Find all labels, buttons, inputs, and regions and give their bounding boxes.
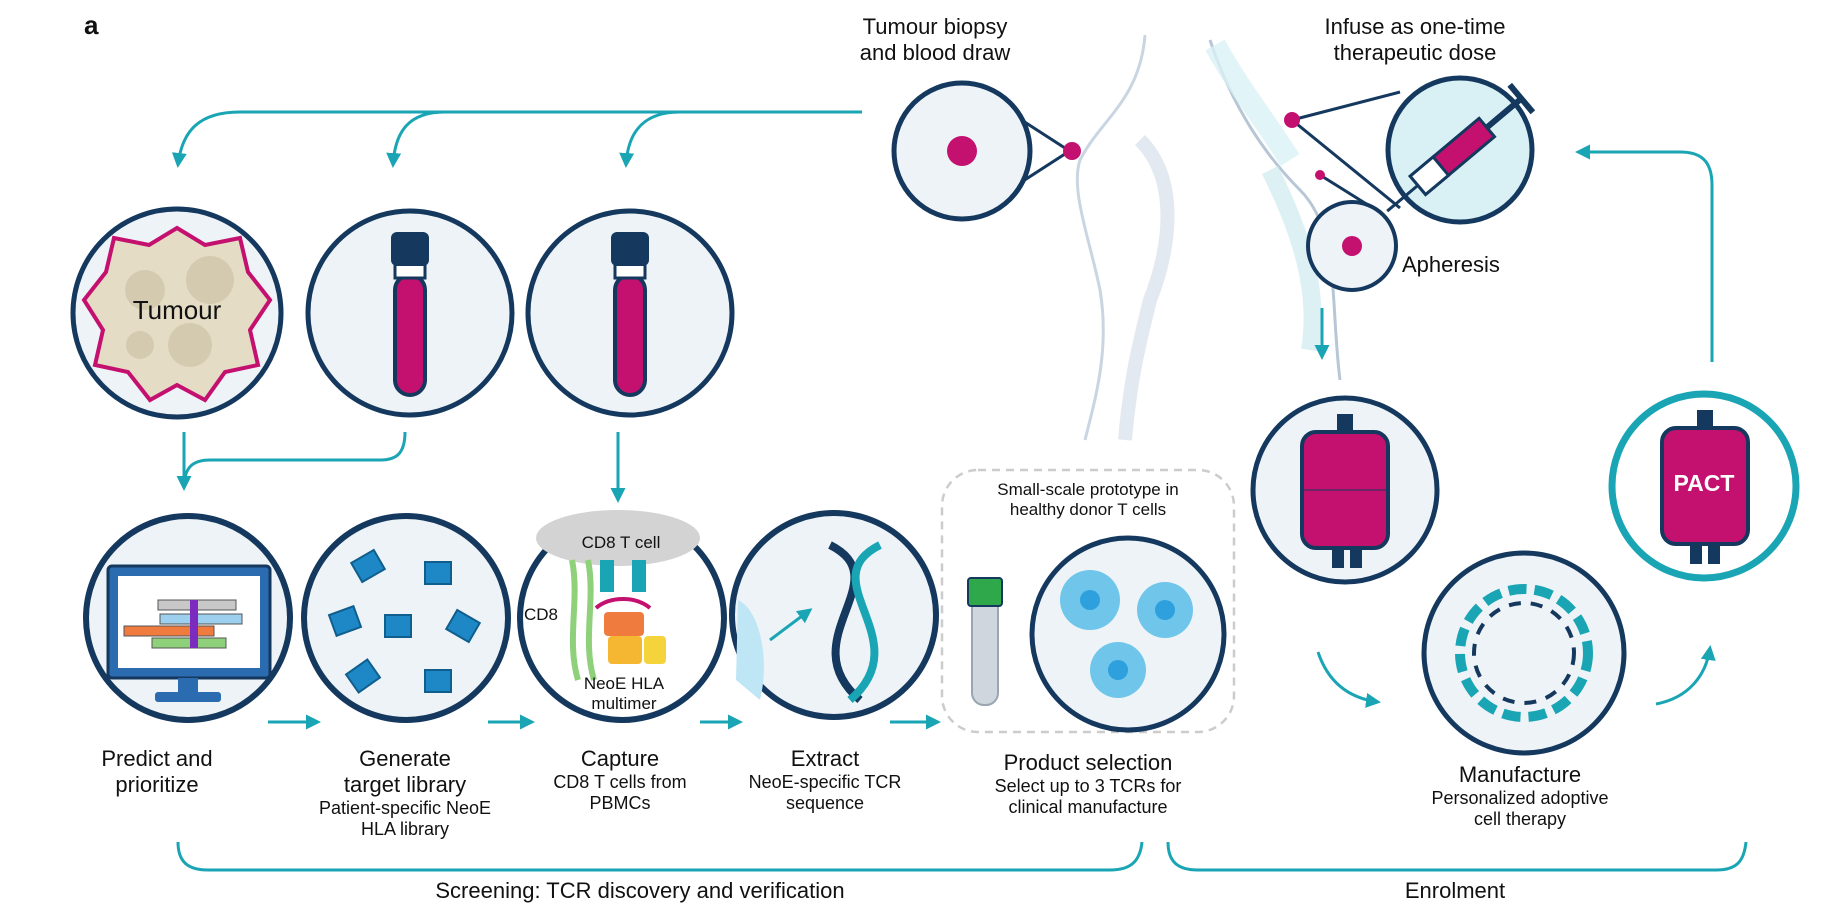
multimer-line-1: NeoE HLA bbox=[583, 674, 665, 693]
step-product-desc-1: Select up to 3 TCRs for bbox=[994, 775, 1182, 796]
prototype-line-1: Small-scale prototype in bbox=[997, 480, 1179, 499]
biopsy-magnifier bbox=[891, 80, 1081, 222]
infuse-line-2: therapeutic dose bbox=[1333, 39, 1497, 65]
apheresis-magnifier bbox=[1306, 170, 1398, 292]
pact-label: PACT bbox=[1673, 470, 1735, 496]
infusion-magnifier bbox=[1284, 75, 1536, 225]
multimer-label: NeoE HLA multimer bbox=[564, 674, 684, 714]
apheresis-label: Apheresis bbox=[1402, 252, 1500, 277]
step-manufacture-desc-2: cell therapy bbox=[1473, 809, 1567, 830]
blood-bag-circle bbox=[1250, 395, 1440, 585]
step-extract: Extract NeoE-specific TCR sequence bbox=[716, 746, 934, 814]
prototype-circle bbox=[1029, 535, 1227, 733]
blood-tube-circle-2 bbox=[525, 208, 735, 418]
step-extract-desc-2: sequence bbox=[785, 793, 865, 814]
sample-arrows bbox=[171, 110, 862, 168]
step-manufacture-desc-1: Personalized adoptive bbox=[1431, 787, 1609, 808]
enrolment-arrows bbox=[1316, 144, 1716, 708]
step-predict-title-2: prioritize bbox=[115, 771, 199, 797]
step-product-selection: Product selection Select up to 3 TCRs fo… bbox=[958, 750, 1218, 818]
step-generate: Generate target library Patient-specific… bbox=[290, 746, 520, 840]
step-generate-title-2: target library bbox=[343, 771, 467, 797]
step-product-desc-2: clinical manufacture bbox=[1008, 797, 1168, 818]
step-extract-desc-1: NeoE-specific TCR bbox=[748, 771, 902, 792]
biopsy-line-2: and blood draw bbox=[859, 39, 1011, 65]
multimer-line-2: multimer bbox=[591, 694, 657, 714]
pact-bag-circle bbox=[1608, 390, 1800, 582]
tumour-circle bbox=[70, 206, 284, 420]
step-manufacture: Manufacture Personalized adoptive cell t… bbox=[1400, 762, 1640, 830]
manufacture-circle bbox=[1421, 550, 1627, 756]
infuse-line-1: Infuse as one-time bbox=[1324, 14, 1506, 39]
step-predict: Predict and prioritize bbox=[62, 746, 252, 798]
step-product-title: Product selection bbox=[1003, 750, 1173, 775]
step-manufacture-title: Manufacture bbox=[1458, 762, 1582, 787]
tumour-label: Tumour bbox=[132, 295, 222, 325]
extract-circle bbox=[729, 510, 939, 720]
step-capture-title: Capture bbox=[580, 746, 660, 771]
computer-circle bbox=[83, 513, 293, 723]
cd8-tcell-label: CD8 T cell bbox=[581, 533, 661, 552]
capture-circle bbox=[517, 510, 727, 723]
vial bbox=[967, 577, 1003, 706]
row-connectors bbox=[176, 431, 626, 503]
step-capture-desc-2: PBMCs bbox=[589, 793, 651, 814]
step-extract-title: Extract bbox=[790, 746, 860, 771]
body-silhouette bbox=[1075, 34, 1342, 441]
step-predict-title-1: Predict and bbox=[101, 746, 213, 771]
biopsy-line-1: Tumour biopsy bbox=[862, 14, 1008, 39]
phase-screening-label: Screening: TCR discovery and verificatio… bbox=[435, 878, 845, 903]
step-generate-title-1: Generate bbox=[359, 746, 451, 771]
phase-brackets bbox=[176, 841, 1748, 872]
step-generate-desc-2: HLA library bbox=[360, 819, 450, 840]
prototype-line-2: healthy donor T cells bbox=[1009, 500, 1167, 520]
panel-letter: a bbox=[84, 10, 99, 40]
infuse-label: Infuse as one-time therapeutic dose bbox=[1290, 14, 1540, 66]
phase-enrolment-label: Enrolment bbox=[1404, 878, 1506, 903]
cd8-label: CD8 bbox=[524, 605, 559, 624]
step-capture: Capture CD8 T cells from PBMCs bbox=[520, 746, 720, 814]
blood-tube-circle-1 bbox=[305, 208, 515, 418]
prototype-label: Small-scale prototype in healthy donor T… bbox=[966, 480, 1210, 520]
biopsy-label: Tumour biopsy and blood draw bbox=[820, 14, 1050, 66]
step-capture-desc-1: CD8 T cells from bbox=[553, 771, 687, 792]
step-generate-desc-1: Patient-specific NeoE bbox=[318, 797, 492, 818]
library-circle bbox=[301, 513, 511, 723]
